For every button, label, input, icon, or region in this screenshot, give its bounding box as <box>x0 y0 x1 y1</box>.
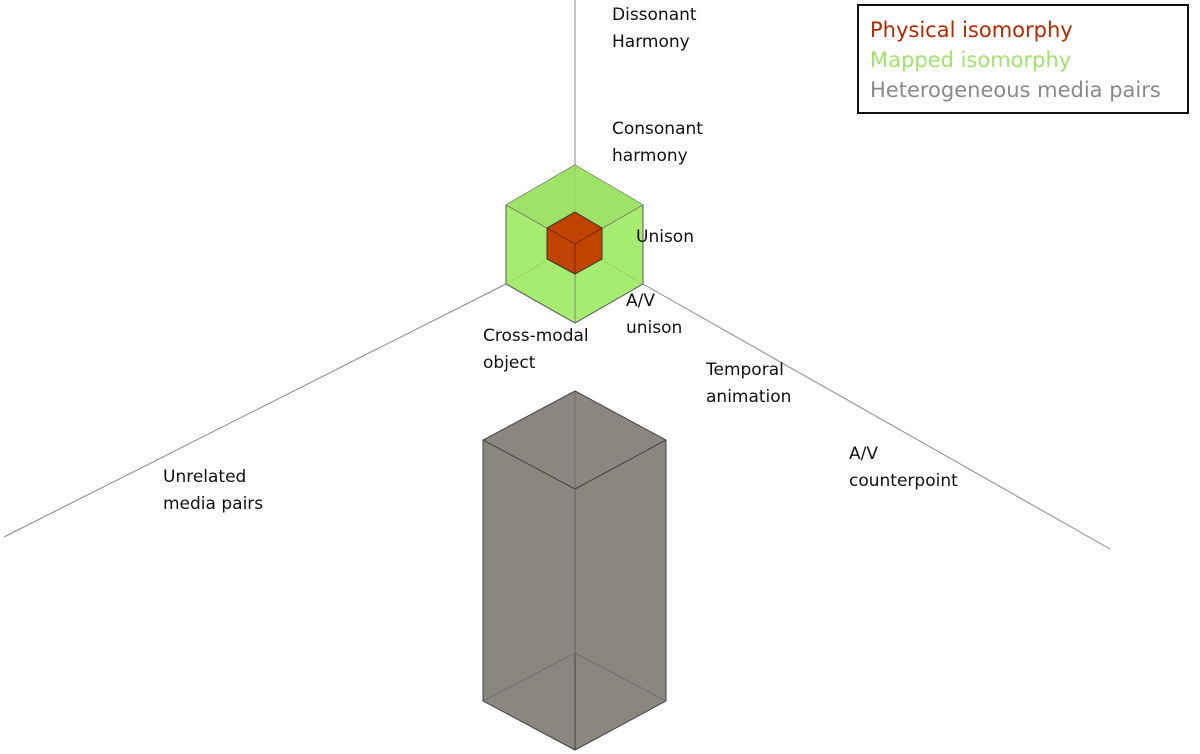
label-temporal-animation-line1: Temporal <box>706 360 784 380</box>
label-unison: Unison <box>636 227 694 247</box>
label-consonant-harmony-line2: harmony <box>612 146 688 166</box>
legend: Physical isomorphy Mapped isomorphy Hete… <box>857 4 1189 114</box>
label-cross-modal-object-line2: object <box>483 353 536 373</box>
heterogeneous-media-pairs-column <box>482 390 667 751</box>
label-av-counterpoint-line1: A/V <box>849 444 878 464</box>
legend-entry-heterogeneous-media-pairs: Heterogeneous media pairs <box>870 78 1161 102</box>
label-av-unison-line2: unison <box>626 318 683 338</box>
label-consonant-harmony-line1: Consonant <box>612 119 703 139</box>
left-axis <box>3 283 507 538</box>
physical-isomorphy-cube <box>546 211 603 275</box>
label-av-counterpoint-line2: counterpoint <box>849 471 958 491</box>
label-unrelated-media-pairs-line1: Unrelated <box>163 467 247 487</box>
label-temporal-animation-line2: animation <box>706 387 792 407</box>
label-dissonant-harmony-line2: Harmony <box>612 32 690 52</box>
label-av-unison-line1: A/V <box>626 291 655 311</box>
label-dissonant-harmony-line1: Dissonant <box>612 5 697 25</box>
legend-entry-mapped-isomorphy: Mapped isomorphy <box>870 48 1072 72</box>
right-axis <box>642 283 1111 550</box>
label-unrelated-media-pairs-line2: media pairs <box>163 494 264 514</box>
legend-entry-physical-isomorphy: Physical isomorphy <box>870 18 1073 42</box>
label-cross-modal-object-line1: Cross-modal <box>483 326 589 346</box>
